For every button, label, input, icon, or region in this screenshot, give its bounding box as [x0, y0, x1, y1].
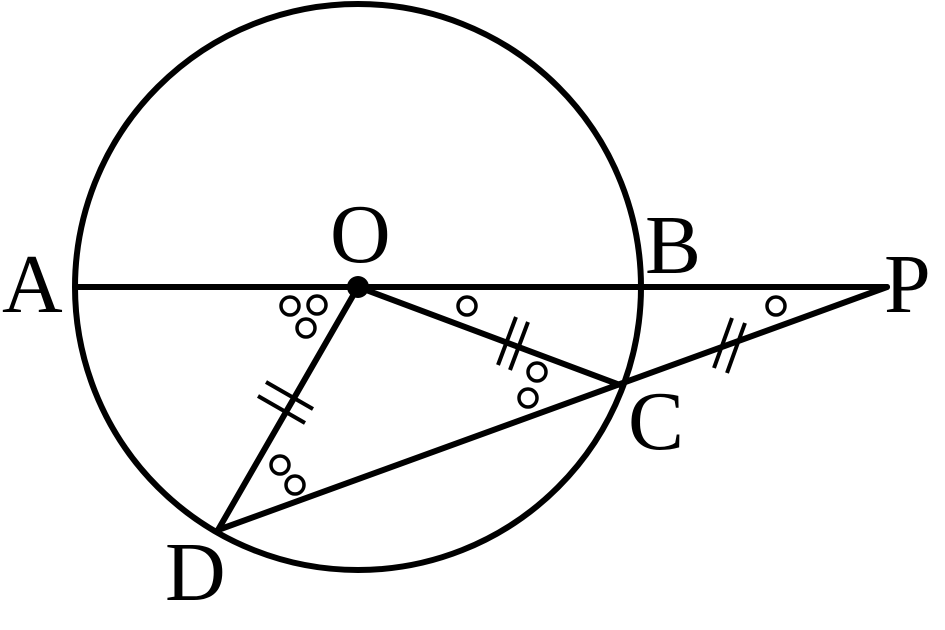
angle-mark-boc	[456, 295, 478, 317]
label-o: O	[330, 188, 391, 281]
segment-od	[215, 284, 361, 533]
center-point-o	[347, 276, 369, 298]
label-p: P	[884, 238, 931, 331]
label-a: A	[2, 238, 63, 331]
label-c: C	[628, 375, 684, 468]
angle-marks-aod	[279, 294, 328, 339]
segment-dp	[215, 284, 890, 533]
angle-marks-odc	[269, 454, 306, 496]
angle-mark-p	[765, 295, 787, 317]
tick-marks-cp	[712, 317, 747, 374]
tick-marks-od	[257, 380, 314, 425]
label-d: D	[165, 526, 226, 619]
angle-marks-ocd	[517, 361, 548, 409]
label-b: B	[645, 199, 701, 292]
tick-marks-oc	[496, 316, 530, 371]
segment-oc	[355, 284, 623, 388]
